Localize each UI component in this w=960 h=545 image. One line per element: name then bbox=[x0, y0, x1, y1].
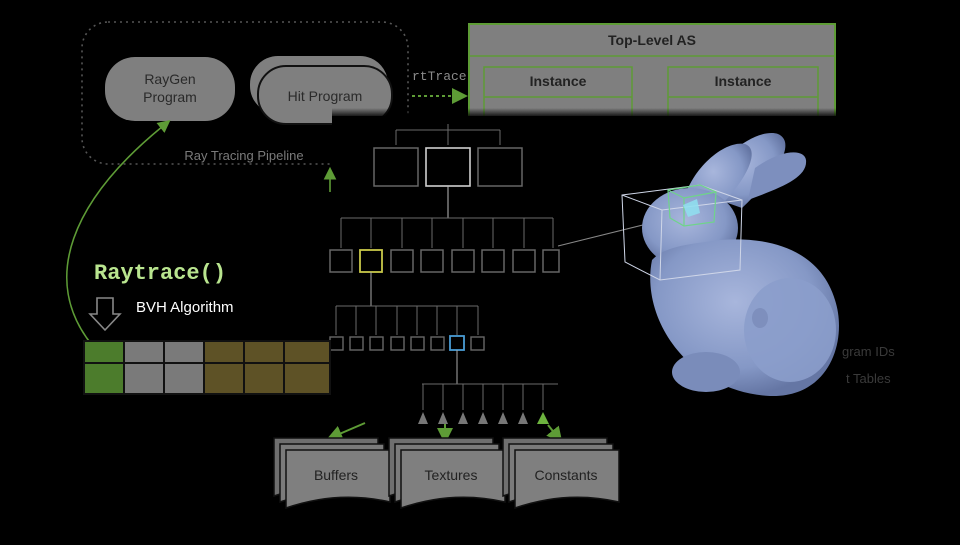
leaf-triangle bbox=[518, 412, 528, 424]
bvh-level2-node bbox=[481, 249, 505, 273]
memory-cell-olive bbox=[203, 362, 245, 395]
bunny-hit-triangle bbox=[683, 199, 700, 217]
instance-label-2: Instance bbox=[715, 73, 772, 89]
bvh-level3-node bbox=[369, 336, 384, 351]
raygen-program-box bbox=[105, 57, 235, 121]
leaf-triangle bbox=[498, 412, 508, 424]
bvh-tree bbox=[329, 124, 560, 410]
resource-constants: Constants bbox=[502, 437, 620, 510]
bvh-level1-node bbox=[477, 147, 523, 187]
bvh-level3-node bbox=[349, 336, 364, 351]
bunny-inner-bounding-box bbox=[667, 184, 717, 227]
top-level-as-title: Top-Level AS bbox=[608, 32, 696, 48]
raygen-label-line2: Program bbox=[143, 89, 197, 105]
raytrace-section: Raytrace() BVH Algorithm bbox=[66, 120, 337, 346]
memory-cell-olive bbox=[243, 362, 285, 395]
tables-label: t Tables bbox=[846, 371, 891, 386]
memory-cell-gray bbox=[163, 362, 205, 395]
leaf-triangle bbox=[438, 412, 448, 424]
bvh-leaf-triangles bbox=[418, 412, 549, 424]
rttrace-label: rtTrace bbox=[412, 69, 467, 84]
bvh-algorithm-label: BVH Algorithm bbox=[136, 299, 234, 316]
bvh-level2-node bbox=[512, 249, 536, 273]
bvh-level3-node bbox=[470, 336, 485, 351]
buffers-label: Buffers bbox=[314, 467, 358, 483]
bvh-level2-node bbox=[451, 249, 475, 273]
leaf-triangle bbox=[478, 412, 488, 424]
pipeline-caption: Ray Tracing Pipeline bbox=[184, 148, 303, 163]
textures-label: Textures bbox=[425, 467, 478, 483]
leaf-triangle bbox=[418, 412, 428, 424]
bvh-level3-node bbox=[430, 336, 445, 351]
bvh-level3-node bbox=[410, 336, 425, 351]
memory-cell-olive bbox=[283, 362, 331, 395]
bunny-model bbox=[557, 133, 839, 397]
bvh-level2-node bbox=[329, 249, 353, 273]
leaf-triangle-highlight bbox=[537, 412, 549, 424]
instance-label-1: Instance bbox=[530, 73, 587, 89]
memory-cell-gray bbox=[123, 340, 165, 364]
bvh-level2-node bbox=[420, 249, 444, 273]
memory-cell-green bbox=[83, 340, 125, 364]
memory-cell-olive bbox=[243, 340, 285, 364]
bvh-level2-node bbox=[542, 249, 560, 273]
bvh-level2-node bbox=[390, 249, 414, 273]
bvh-to-bunny-link bbox=[557, 221, 656, 247]
memory-cell-olive bbox=[203, 340, 245, 364]
resource-textures: Textures bbox=[388, 437, 506, 510]
leaf-triangle bbox=[458, 412, 468, 424]
bvh-level1-node bbox=[373, 147, 419, 187]
memory-cell-green bbox=[83, 362, 125, 395]
memory-cell-olive bbox=[283, 340, 331, 364]
memory-cell-gray bbox=[163, 340, 205, 364]
constants-label: Constants bbox=[534, 467, 597, 483]
pipeline-dotted-frame bbox=[81, 21, 409, 165]
raygen-label-line1: RayGen bbox=[144, 71, 195, 87]
bunny-front-paw bbox=[672, 352, 740, 392]
memory-layout bbox=[83, 340, 331, 395]
raytrace-to-raygen-arrow bbox=[66, 120, 171, 346]
bvh-level3-node bbox=[390, 336, 405, 351]
ray-tracing-pipeline: RayGen Program Hit Program Ray Tracing P… bbox=[81, 21, 468, 165]
memory-cell-gray bbox=[123, 362, 165, 395]
hit-program-label: Hit Program bbox=[288, 88, 363, 104]
program-ids-label: gram IDs bbox=[842, 344, 895, 359]
down-arrow-icon bbox=[88, 297, 122, 332]
resource-buffers: Buffers bbox=[273, 437, 391, 510]
raytrace-call: Raytrace() bbox=[94, 261, 226, 286]
